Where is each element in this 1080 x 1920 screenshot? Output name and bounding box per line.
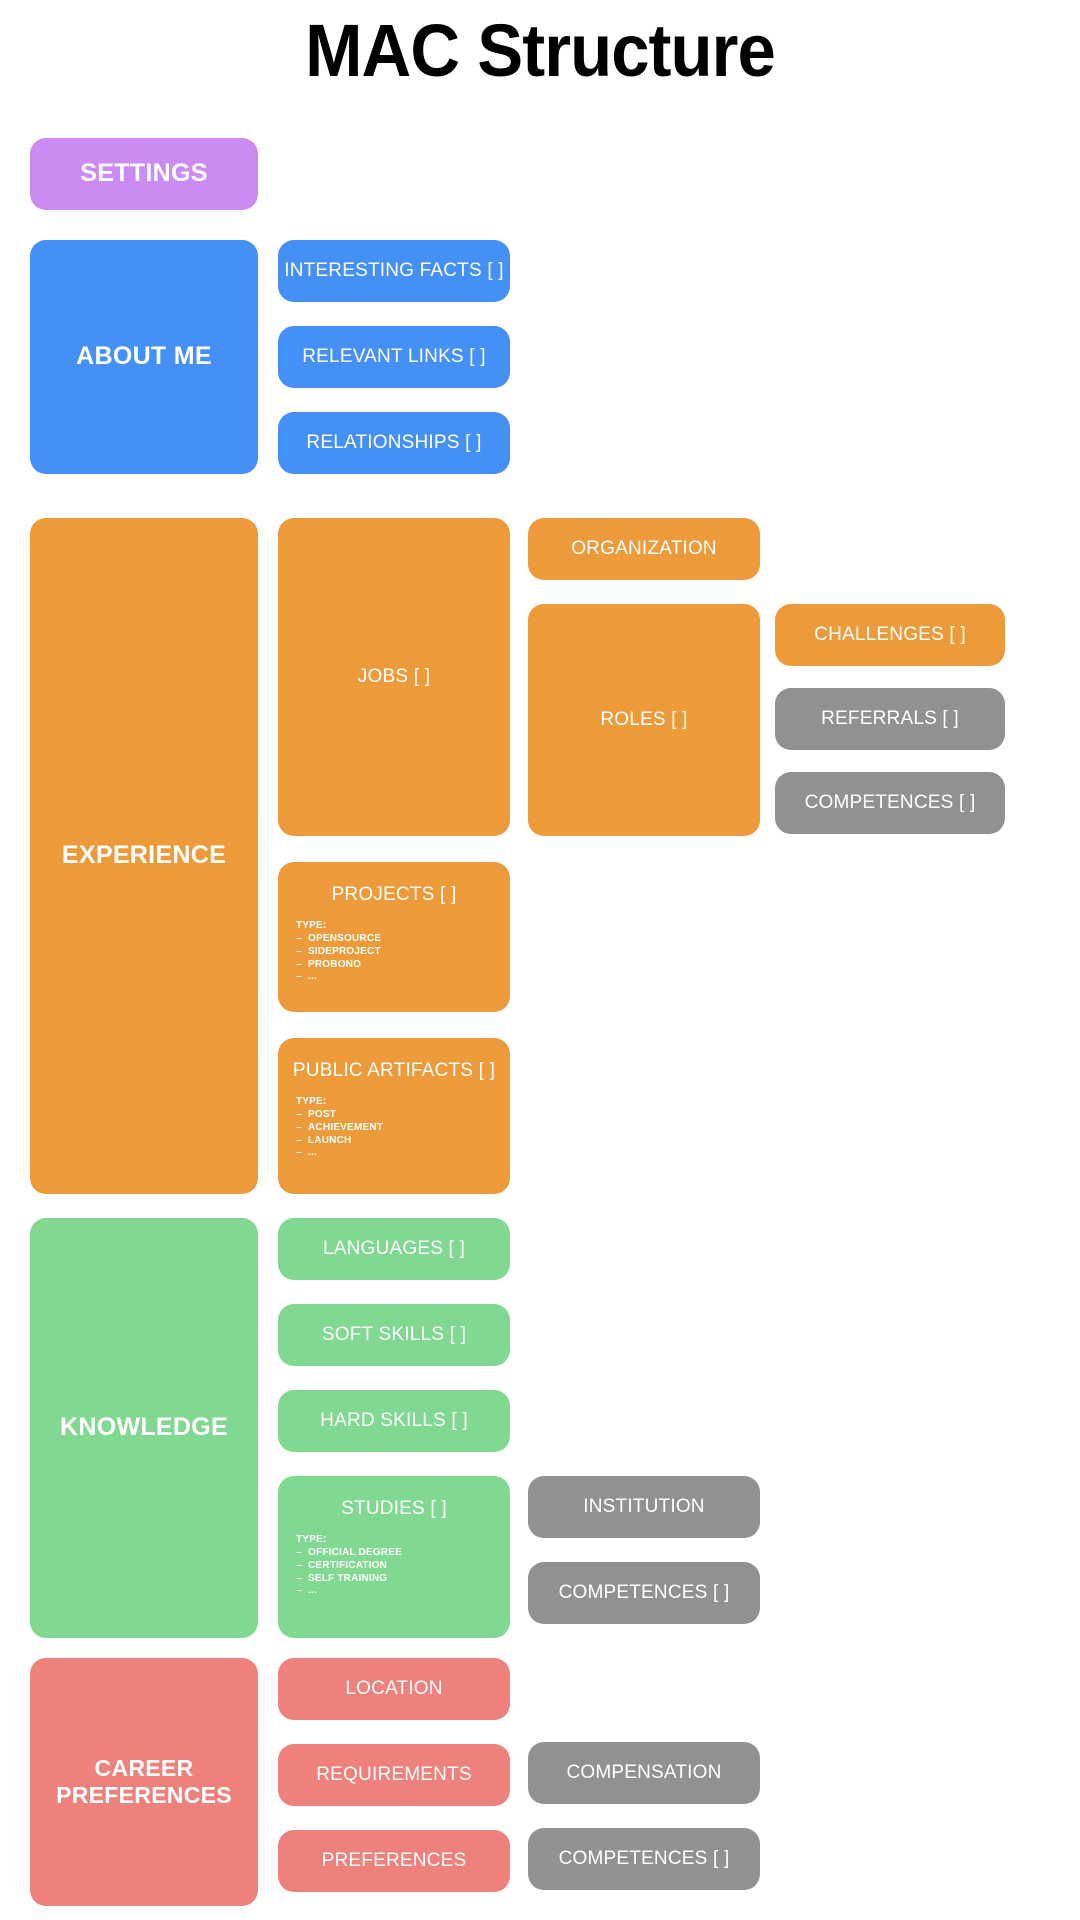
node-studies-label: STUDIES [ ] bbox=[341, 1498, 447, 1519]
page-title: MAC Structure bbox=[305, 9, 776, 92]
node-institution[interactable]: INSTITUTION bbox=[528, 1476, 760, 1538]
node-institution-label: INSTITUTION bbox=[583, 1495, 705, 1517]
node-settings-label: SETTINGS bbox=[80, 159, 208, 188]
projects-type-item: –OPENSOURCE bbox=[296, 932, 382, 944]
node-interesting-facts[interactable]: INTERESTING FACTS [ ] bbox=[278, 240, 510, 302]
node-compensation[interactable]: COMPENSATION bbox=[528, 1742, 760, 1804]
node-languages-label: LANGUAGES [ ] bbox=[323, 1237, 465, 1259]
node-relevant-links[interactable]: RELEVANT LINKS [ ] bbox=[278, 326, 510, 388]
node-about-me[interactable]: ABOUT ME bbox=[30, 240, 258, 474]
node-experience-label: EXPERIENCE bbox=[61, 841, 227, 870]
projects-type-item: –... bbox=[296, 971, 317, 983]
projects-type-heading: TYPE: bbox=[296, 920, 327, 932]
node-jobs[interactable]: JOBS [ ] bbox=[278, 518, 510, 836]
node-location[interactable]: LOCATION bbox=[278, 1658, 510, 1720]
node-preferences[interactable]: PREFERENCES bbox=[278, 1830, 510, 1892]
node-requirements[interactable]: REQUIREMENTS bbox=[278, 1744, 510, 1806]
node-career-competences[interactable]: COMPETENCES [ ] bbox=[528, 1828, 760, 1890]
node-settings[interactable]: SETTINGS bbox=[30, 138, 258, 210]
node-about-me-label: ABOUT ME bbox=[76, 342, 212, 371]
node-jobs-label: JOBS [ ] bbox=[357, 665, 431, 687]
node-compensation-label: COMPENSATION bbox=[566, 1761, 722, 1783]
node-referrals-label: REFERRALS [ ] bbox=[821, 707, 959, 729]
node-knowledge-competences[interactable]: COMPETENCES [ ] bbox=[528, 1562, 760, 1624]
node-challenges[interactable]: CHALLENGES [ ] bbox=[775, 604, 1005, 666]
studies-type-item: –SELF TRAINING bbox=[296, 1572, 388, 1584]
node-languages[interactable]: LANGUAGES [ ] bbox=[278, 1218, 510, 1280]
node-location-label: LOCATION bbox=[345, 1677, 443, 1699]
node-relevant-links-label: RELEVANT LINKS [ ] bbox=[302, 345, 486, 367]
public-artifacts-type-item: –POST bbox=[296, 1108, 337, 1120]
public-artifacts-type-item: –LAUNCH bbox=[296, 1134, 352, 1146]
node-public-artifacts-label: PUBLIC ARTIFACTS [ ] bbox=[292, 1060, 496, 1081]
node-experience-competences-label: COMPETENCES [ ] bbox=[804, 791, 976, 813]
node-challenges-label: CHALLENGES [ ] bbox=[814, 623, 966, 645]
public-artifacts-type-heading: TYPE: bbox=[296, 1096, 327, 1108]
node-knowledge-competences-label: COMPETENCES [ ] bbox=[558, 1581, 730, 1603]
node-preferences-label: PREFERENCES bbox=[321, 1849, 467, 1871]
node-organization-label: ORGANIZATION bbox=[571, 537, 717, 559]
node-knowledge[interactable]: KNOWLEDGE bbox=[30, 1218, 258, 1638]
node-interesting-facts-label: INTERESTING FACTS [ ] bbox=[284, 259, 504, 281]
node-public-artifacts[interactable]: PUBLIC ARTIFACTS [ ] TYPE: –POST –ACHIEV… bbox=[278, 1038, 510, 1194]
node-relationships[interactable]: RELATIONSHIPS [ ] bbox=[278, 412, 510, 474]
node-projects[interactable]: PROJECTS [ ] TYPE: –OPENSOURCE –SIDEPROJ… bbox=[278, 862, 510, 1012]
node-requirements-label: REQUIREMENTS bbox=[316, 1763, 472, 1785]
node-referrals[interactable]: REFERRALS [ ] bbox=[775, 688, 1005, 750]
node-soft-skills[interactable]: SOFT SKILLS [ ] bbox=[278, 1304, 510, 1366]
node-studies[interactable]: STUDIES [ ] TYPE: –OFFICIAL DEGREE –CERT… bbox=[278, 1476, 510, 1638]
studies-type-item: –... bbox=[296, 1585, 317, 1597]
studies-type-item: –OFFICIAL DEGREE bbox=[296, 1546, 402, 1558]
node-relationships-label: RELATIONSHIPS [ ] bbox=[306, 431, 482, 453]
projects-type-list: TYPE: –OPENSOURCE –SIDEPROJECT –PROBONO … bbox=[292, 920, 496, 984]
node-roles-label: ROLES [ ] bbox=[600, 708, 688, 730]
studies-type-heading: TYPE: bbox=[296, 1534, 327, 1546]
node-projects-label: PROJECTS [ ] bbox=[331, 884, 457, 905]
projects-type-item: –SIDEPROJECT bbox=[296, 945, 381, 957]
node-hard-skills[interactable]: HARD SKILLS [ ] bbox=[278, 1390, 510, 1452]
node-experience-competences[interactable]: COMPETENCES [ ] bbox=[775, 772, 1005, 834]
public-artifacts-type-list: TYPE: –POST –ACHIEVEMENT –LAUNCH –... bbox=[292, 1096, 496, 1160]
node-organization[interactable]: ORGANIZATION bbox=[528, 518, 760, 580]
studies-type-list: TYPE: –OFFICIAL DEGREE –CERTIFICATION –S… bbox=[292, 1534, 496, 1598]
public-artifacts-type-item: –ACHIEVEMENT bbox=[296, 1121, 383, 1133]
node-knowledge-label: KNOWLEDGE bbox=[60, 1413, 228, 1442]
node-roles[interactable]: ROLES [ ] bbox=[528, 604, 760, 836]
public-artifacts-type-item: –... bbox=[296, 1147, 317, 1159]
node-career-competences-label: COMPETENCES [ ] bbox=[558, 1847, 730, 1869]
studies-type-item: –CERTIFICATION bbox=[296, 1559, 388, 1571]
projects-type-item: –PROBONO bbox=[296, 958, 362, 970]
node-hard-skills-label: HARD SKILLS [ ] bbox=[320, 1409, 468, 1431]
node-soft-skills-label: SOFT SKILLS [ ] bbox=[321, 1323, 467, 1345]
node-experience[interactable]: EXPERIENCE bbox=[30, 518, 258, 1194]
